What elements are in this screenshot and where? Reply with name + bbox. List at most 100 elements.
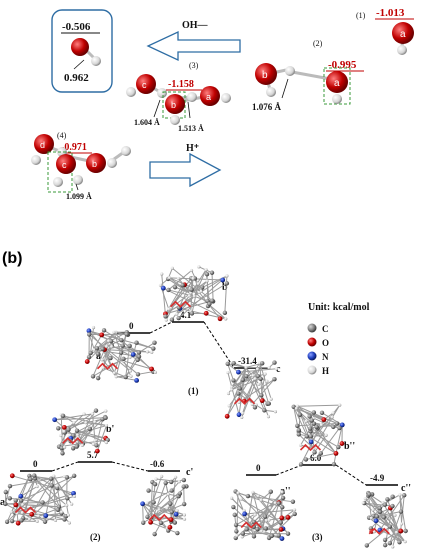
atom [134, 340, 138, 344]
atom [62, 517, 66, 521]
atom [182, 484, 186, 488]
atom-letter-a: a [400, 29, 406, 40]
atom [362, 501, 365, 504]
atom [37, 514, 40, 517]
atom [152, 340, 156, 344]
species-2-hydrogen-atom [266, 87, 276, 97]
atom [205, 272, 209, 276]
atom [320, 423, 323, 426]
h-plus-arrow-label: H⁺ [186, 143, 199, 154]
atom [103, 416, 107, 420]
atom [29, 512, 34, 517]
atom [169, 488, 173, 492]
atom [383, 503, 387, 507]
atom [165, 507, 168, 510]
atom [270, 534, 274, 538]
svg-text:b: b [262, 70, 268, 81]
atom [230, 388, 233, 391]
atom [93, 439, 96, 442]
panel-b: (b) Unit: kcal/mol C O N H 0 4.1 -31.4 a… [0, 250, 411, 548]
atom [168, 502, 172, 506]
atom [331, 416, 334, 419]
atom [260, 530, 263, 533]
atom [259, 393, 263, 397]
atom [28, 517, 31, 520]
atom [298, 413, 302, 417]
atom [112, 331, 115, 334]
atom [160, 475, 163, 478]
svg-text:b: b [92, 159, 97, 169]
atom [293, 512, 297, 516]
atom [149, 367, 154, 372]
atom [332, 462, 336, 466]
atom [371, 508, 374, 511]
atom [230, 497, 233, 500]
atom [121, 357, 125, 361]
atom [100, 358, 103, 361]
atom [336, 445, 340, 449]
legend-nitrogen-swatch [308, 352, 317, 361]
atom [158, 508, 161, 511]
state-b-double-prime: b'' [344, 441, 355, 452]
atom [404, 540, 407, 543]
atom [390, 494, 394, 498]
atom [255, 527, 259, 531]
atom [113, 371, 116, 374]
structure-a-double-prime [230, 489, 297, 541]
atom [220, 278, 225, 283]
atom [190, 269, 193, 272]
atom [257, 494, 260, 497]
structure-c-prime [140, 475, 188, 537]
atom [225, 274, 228, 277]
atom [269, 490, 273, 494]
atom [244, 366, 247, 369]
species-1-label: (1) [356, 11, 366, 20]
atom [375, 514, 379, 518]
atom [234, 523, 238, 527]
atom [320, 411, 324, 415]
atom [146, 501, 149, 504]
atom [150, 351, 153, 354]
atom [231, 505, 235, 509]
atom [119, 338, 123, 342]
atom [246, 494, 250, 498]
structure-b-prime [52, 408, 110, 455]
atom [60, 510, 63, 513]
atom [367, 492, 371, 496]
atom [231, 378, 235, 382]
atom [94, 408, 98, 412]
atom [251, 491, 254, 494]
atom [226, 362, 230, 366]
atom [388, 524, 392, 528]
atom [180, 283, 184, 287]
atom [88, 351, 92, 355]
atom [210, 271, 214, 275]
atom [148, 520, 153, 525]
atom [257, 383, 260, 386]
atom [321, 417, 326, 422]
atom [52, 474, 55, 477]
atom [309, 439, 314, 444]
atom [10, 519, 14, 523]
atom [340, 441, 345, 446]
atom [178, 491, 182, 495]
atom [182, 502, 186, 506]
atom [161, 286, 166, 291]
atom [91, 412, 94, 415]
atom [40, 500, 44, 504]
atom [267, 415, 270, 418]
atom [268, 506, 271, 509]
atom [267, 366, 270, 369]
legend-oxygen-swatch [308, 338, 317, 347]
energy-c-double-prime: -4.9 [370, 473, 385, 483]
atom [242, 512, 247, 517]
atom [119, 351, 123, 355]
atom [174, 476, 177, 479]
atom [66, 427, 70, 431]
atom [331, 425, 335, 429]
panel-b-label: (b) [2, 250, 22, 267]
atom [286, 515, 291, 520]
atom [3, 502, 7, 506]
atom [400, 522, 403, 525]
atom [84, 421, 87, 424]
